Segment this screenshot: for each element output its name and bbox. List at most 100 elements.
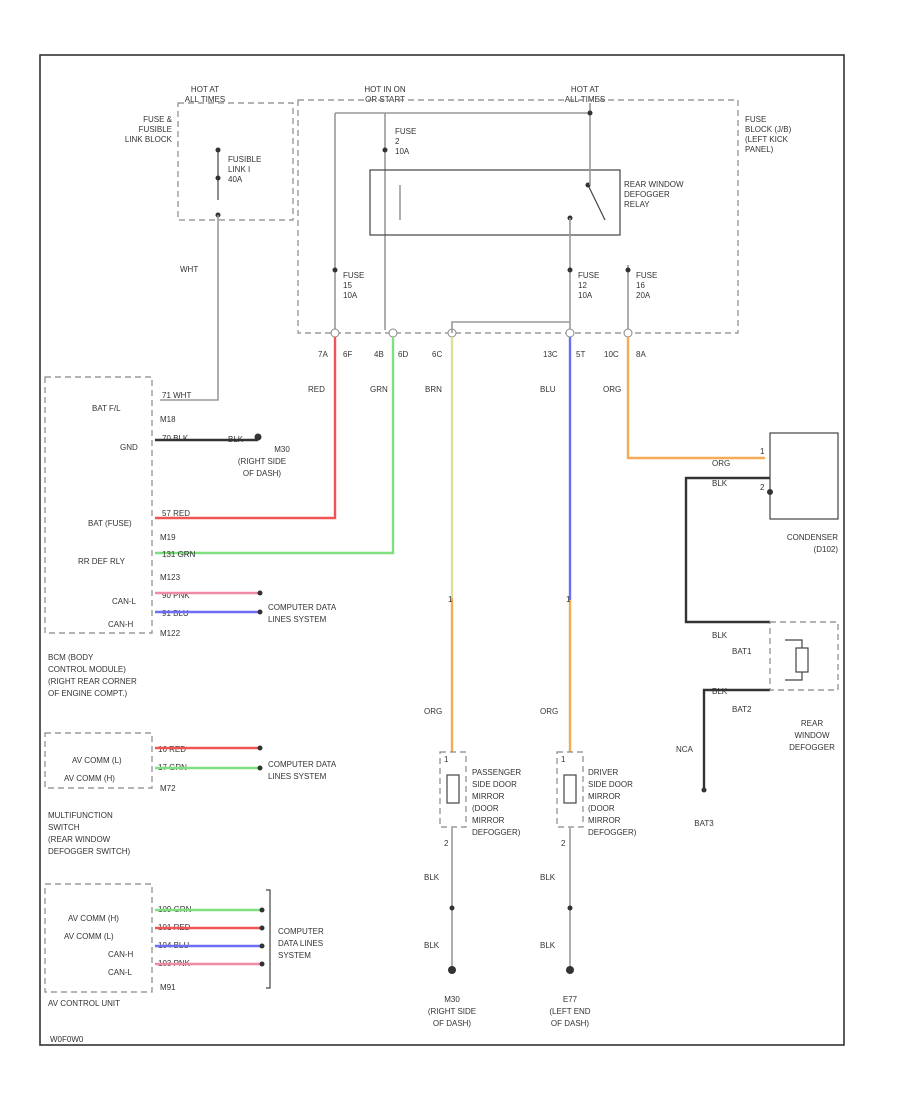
condenser-pin-2: 2 <box>760 483 765 492</box>
av-pin-comm-h: AV COMM (H) <box>68 914 119 923</box>
ground-m30-label-3: OF DASH) <box>433 1019 472 1028</box>
hot-label-middle-1: HOT IN ON <box>364 85 405 94</box>
multifunction-computer-data-1: COMPUTER DATA <box>268 760 337 769</box>
multifunction-computer-data-2: LINES SYSTEM <box>268 772 327 781</box>
bcm-ground-label-2: (RIGHT SIDE <box>238 457 286 466</box>
passenger-ground-node <box>449 905 455 911</box>
bcm-wire-code-70: 70 BLK <box>162 434 189 443</box>
passenger-mirror-label-5: MIRROR <box>472 816 505 825</box>
wire-color-blk-defogger-bottom: BLK <box>712 687 728 696</box>
fuse-block-label-3: (LEFT KICK <box>745 135 789 144</box>
wire-color-blk-defogger-top: BLK <box>712 631 728 640</box>
fusible-link-label-1: FUSIBLE <box>228 155 261 164</box>
wire-color-red-upper: RED <box>308 385 325 394</box>
footer-code: W0F0W0 <box>50 1035 84 1044</box>
bat-label-3: BAT3 <box>694 819 714 828</box>
bcm-pin-can-h: CAN-H <box>108 620 134 629</box>
passenger-mirror-label-3: MIRROR <box>472 792 505 801</box>
wire-color-blk-passenger-1: BLK <box>424 873 440 882</box>
bcm-ground-label-3: OF DASH) <box>243 469 282 478</box>
bcm-pin-bat-fl: BAT F/L <box>92 404 121 413</box>
bcm-connector-m123: M123 <box>160 573 181 582</box>
rear-defogger-element <box>795 647 809 673</box>
fuse-top-label-2: 2 <box>395 137 400 146</box>
relay-label-1: REAR WINDOW <box>624 180 684 189</box>
org-wire-condenser <box>626 337 765 460</box>
rear-defogger-label-3: DEFOGGER <box>789 743 835 752</box>
hot-label-left-1: HOT AT <box>191 85 219 94</box>
wire-color-blk-driver-2: BLK <box>540 941 556 950</box>
fuse-block-label-1: FUSE <box>745 115 766 124</box>
blk-wire-defogger-nca <box>702 688 770 790</box>
batt-node-right <box>587 110 593 116</box>
driver-mirror-pin-1: 1 <box>561 755 566 764</box>
bcm-label-4: OF ENGINE COMPT.) <box>48 689 127 698</box>
bcm-connector-m18: M18 <box>160 415 176 424</box>
grn-wire-rr-def-rly <box>155 337 395 555</box>
nca-label: NCA <box>676 745 694 754</box>
multifunction-switch-box <box>44 732 153 789</box>
hot-label-right-2: ALL TIMES <box>565 95 605 104</box>
rear-defogger-lead <box>785 639 803 681</box>
fuse12-label-1: FUSE <box>578 271 599 280</box>
wire-color-org-condenser: ORG <box>712 459 730 468</box>
av-control-unit-box <box>44 883 153 993</box>
bcm-can-l-node <box>257 590 263 596</box>
pin-label-6c: 6C <box>432 350 442 359</box>
fuse15-label-2: 15 <box>343 281 352 290</box>
relay-switch-arm <box>587 184 606 221</box>
fuse16-label-1: FUSE <box>636 271 657 280</box>
driver-mirror-label-6: DEFOGGER) <box>588 828 637 837</box>
relay-label-3: RELAY <box>624 200 650 209</box>
bcm-wire-code-91: 91 BLU <box>162 609 189 618</box>
bcm-pin-gnd: GND <box>120 443 138 452</box>
condenser-label-1: CONDENSER <box>787 533 838 542</box>
driver-mirror-box <box>556 751 584 828</box>
fusible-link-block-label-3: LINK BLOCK <box>125 135 173 144</box>
wire-color-grn-upper: GRN <box>370 385 388 394</box>
passenger-mirror-pin-2: 2 <box>444 839 449 848</box>
multifunction-label-2: SWITCH <box>48 823 80 832</box>
condenser-pin2-node <box>767 489 773 495</box>
driver-ground-node <box>567 905 573 911</box>
fuse-top-label-3: 10A <box>395 147 410 156</box>
fusible-link-block-label-2: FUSIBLE <box>139 125 172 134</box>
bcm-label-1: BCM (BODY <box>48 653 94 662</box>
bcm-wire-code-71: 71 WHT <box>162 391 191 400</box>
wire-color-blk-driver-1: BLK <box>540 873 556 882</box>
fusible-link-label-2: LINK I <box>228 165 250 174</box>
ground-e77-label-1: E77 <box>563 995 578 1004</box>
bcm-pin-bat-fuse: BAT (FUSE) <box>88 519 132 528</box>
bat-label-1: BAT1 <box>732 647 752 656</box>
multifunction-label-1: MULTIFUNCTION <box>48 811 113 820</box>
bcm-computer-data-2: LINES SYSTEM <box>268 615 327 624</box>
rear-defogger-label-1: REAR <box>801 719 823 728</box>
pin-label-8a: 8A <box>636 350 646 359</box>
connector-13c <box>565 328 575 338</box>
passenger-mirror-box <box>439 751 467 828</box>
hot-label-right-1: HOT AT <box>571 85 599 94</box>
multifunction-pin-h: AV COMM (H) <box>64 774 115 783</box>
bat-label-2: BAT2 <box>732 705 752 714</box>
condenser-box <box>769 432 839 520</box>
blk-wire-condenser-defogger <box>684 476 770 624</box>
bcm-label-2: CONTROL MODULE) <box>48 665 126 674</box>
mid-connector-left: 1 <box>448 595 453 604</box>
ground-e77-symbol <box>566 966 574 974</box>
fuse2-node <box>382 147 388 153</box>
condenser-label-2: (D102) <box>814 545 839 554</box>
pin-label-6d: 6D <box>398 350 408 359</box>
passenger-mirror-pin-1: 1 <box>444 755 449 764</box>
diagram-frame <box>39 54 845 1046</box>
passenger-mirror-label-1: PASSENGER <box>472 768 521 777</box>
wire-color-wht-top: WHT <box>180 265 198 274</box>
driver-mirror-heater <box>563 774 577 804</box>
pin-label-4b: 4B <box>374 350 384 359</box>
driver-mirror-label-1: DRIVER <box>588 768 618 777</box>
wire-color-org-upper: ORG <box>603 385 621 394</box>
av-pin-can-l: CAN-L <box>108 968 133 977</box>
fusible-link-node-mid <box>215 175 221 181</box>
condenser-pin-1: 1 <box>760 447 765 456</box>
pin-label-13c: 13C <box>543 350 558 359</box>
bcm-wire-code-131: 131 GRN <box>162 550 196 559</box>
